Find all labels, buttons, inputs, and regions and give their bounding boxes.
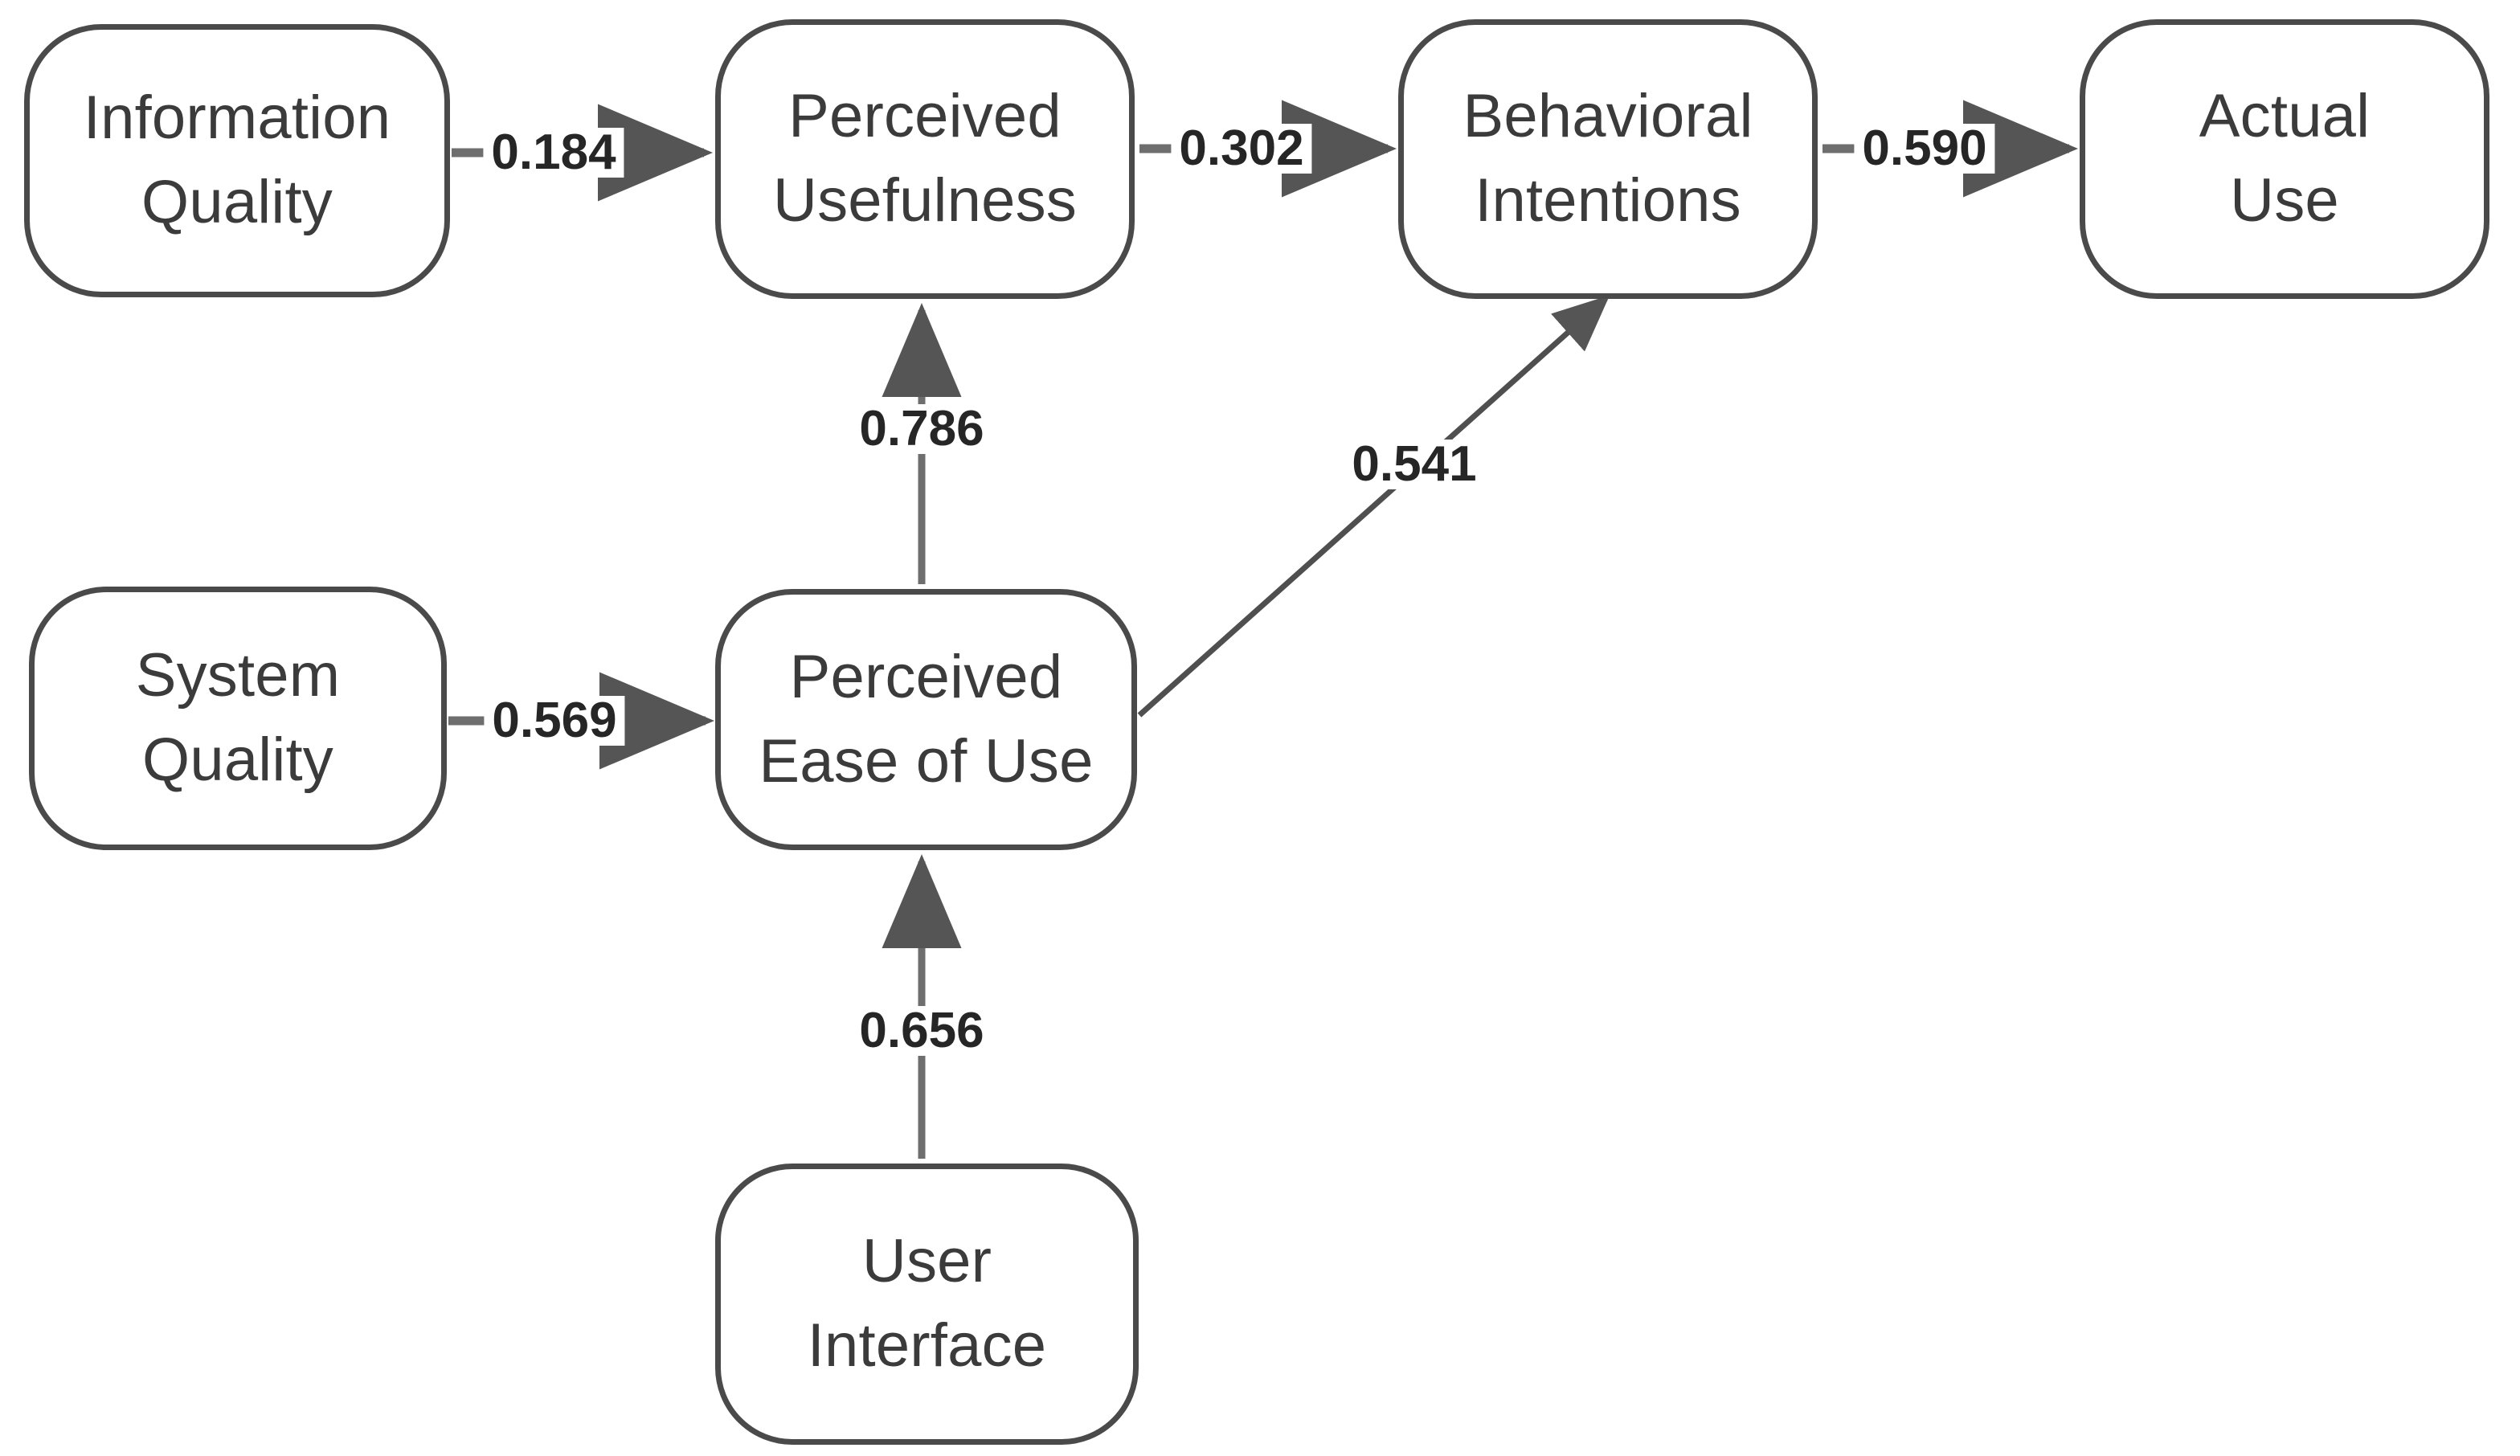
node-label-line: Behavioral xyxy=(1462,82,1753,151)
node-label-line: Intentions xyxy=(1475,166,1741,235)
node-label-line: Ease of Use xyxy=(759,726,1094,795)
node-label-line: Information xyxy=(83,84,391,153)
node-perceived-usefulness[interactable]: Perceived Usefulness xyxy=(715,19,1135,299)
node-label-line: Actual xyxy=(2199,82,2371,151)
edge-label-bi-to-au: 0.590 xyxy=(1854,124,1995,174)
edge-label-peou-to-bi: 0.541 xyxy=(1344,440,1485,489)
node-label-line: Use xyxy=(2230,166,2339,235)
edge-label-sq-to-peou: 0.569 xyxy=(484,696,625,746)
node-label-line: System xyxy=(135,641,341,710)
node-information-quality[interactable]: Information Quality xyxy=(24,24,450,297)
node-label-line: Quality xyxy=(142,726,333,794)
node-behavioral-intentions[interactable]: Behavioral Intentions xyxy=(1398,19,1818,299)
node-label-line: Quality xyxy=(141,168,333,236)
node-label-line: User xyxy=(861,1227,992,1296)
node-label-line: Usefulness xyxy=(773,166,1077,235)
node-label-line: Interface xyxy=(807,1311,1047,1380)
node-actual-use[interactable]: Actual Use xyxy=(2080,19,2489,299)
edge-label-pu-to-bi: 0.302 xyxy=(1171,124,1312,174)
edge-label-iq-to-pu: 0.184 xyxy=(483,128,624,178)
node-user-interface[interactable]: User Interface xyxy=(715,1164,1139,1445)
edge-label-ui-to-peou: 0.656 xyxy=(851,1006,992,1056)
node-system-quality[interactable]: System Quality xyxy=(29,587,447,850)
node-label-line: Perceived xyxy=(789,642,1063,711)
edge-label-peou-to-pu: 0.786 xyxy=(851,404,992,454)
edge-line-peou-to-bi xyxy=(1137,295,1610,718)
node-label-line: Perceived xyxy=(788,82,1062,151)
node-perceived-ease-of-use[interactable]: Perceived Ease of Use xyxy=(715,589,1137,850)
